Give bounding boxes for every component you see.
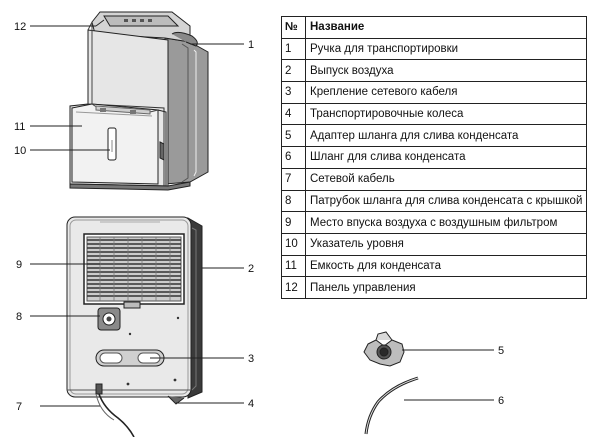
row-num: 3 — [281, 81, 306, 104]
row-num: 8 — [281, 189, 306, 213]
row-name: Транспортировочные колеса — [304, 102, 588, 126]
callout-4: 4 — [248, 398, 254, 410]
header-num: № — [281, 16, 306, 39]
row-num: 10 — [281, 232, 306, 256]
callout-7: 7 — [16, 401, 22, 413]
back-view — [66, 216, 203, 437]
row-num: 6 — [281, 146, 306, 169]
row-name: Указатель уровня — [304, 232, 588, 256]
callout-10: 10 — [14, 145, 26, 157]
callout-11: 11 — [14, 121, 25, 133]
callout-9: 9 — [16, 259, 22, 271]
hose-adapter — [363, 331, 405, 367]
power-cable — [98, 393, 135, 437]
row-name: Патрубок шланга для слива конденсата с к… — [304, 189, 588, 213]
row-num: 12 — [281, 276, 306, 299]
table-header-row: № Название — [281, 16, 588, 39]
row-num: 2 — [281, 59, 306, 83]
row-name: Панель управления — [304, 276, 588, 299]
row-name: Выпуск воздуха — [304, 59, 588, 83]
row-num: 7 — [281, 167, 306, 191]
row-name: Ручка для транспортировки — [304, 37, 588, 61]
condensate-tank — [71, 103, 159, 185]
callout-1: 1 — [248, 39, 254, 51]
callout-5: 5 — [498, 345, 504, 357]
leader-lines — [30, 19, 494, 407]
drain-hose — [364, 376, 419, 435]
callout-3: 3 — [248, 353, 254, 365]
wheel — [167, 395, 185, 405]
row-num: 11 — [281, 254, 306, 278]
row-num: 9 — [281, 211, 306, 234]
row-name: Сетевой кабель — [304, 167, 588, 191]
callout-8: 8 — [16, 311, 22, 323]
row-num: 1 — [281, 37, 306, 61]
callout-6: 6 — [498, 395, 504, 407]
callout-2: 2 — [248, 263, 254, 275]
row-name: Место впуска воздуха с воздушным фильтро… — [304, 211, 588, 234]
row-name: Шланг для слива конденсата — [304, 146, 588, 169]
row-name: Адаптер шланга для слива конденсата — [304, 124, 588, 148]
header-name: Название — [304, 16, 588, 39]
row-name: Крепление сетевого кабеля — [304, 81, 588, 104]
drain-outlet — [97, 307, 121, 331]
row-num: 4 — [281, 102, 306, 126]
row-num: 5 — [281, 124, 306, 148]
callout-12: 12 — [14, 21, 26, 33]
row-name: Емкость для конденсата — [304, 254, 588, 278]
front-view — [69, 11, 209, 191]
